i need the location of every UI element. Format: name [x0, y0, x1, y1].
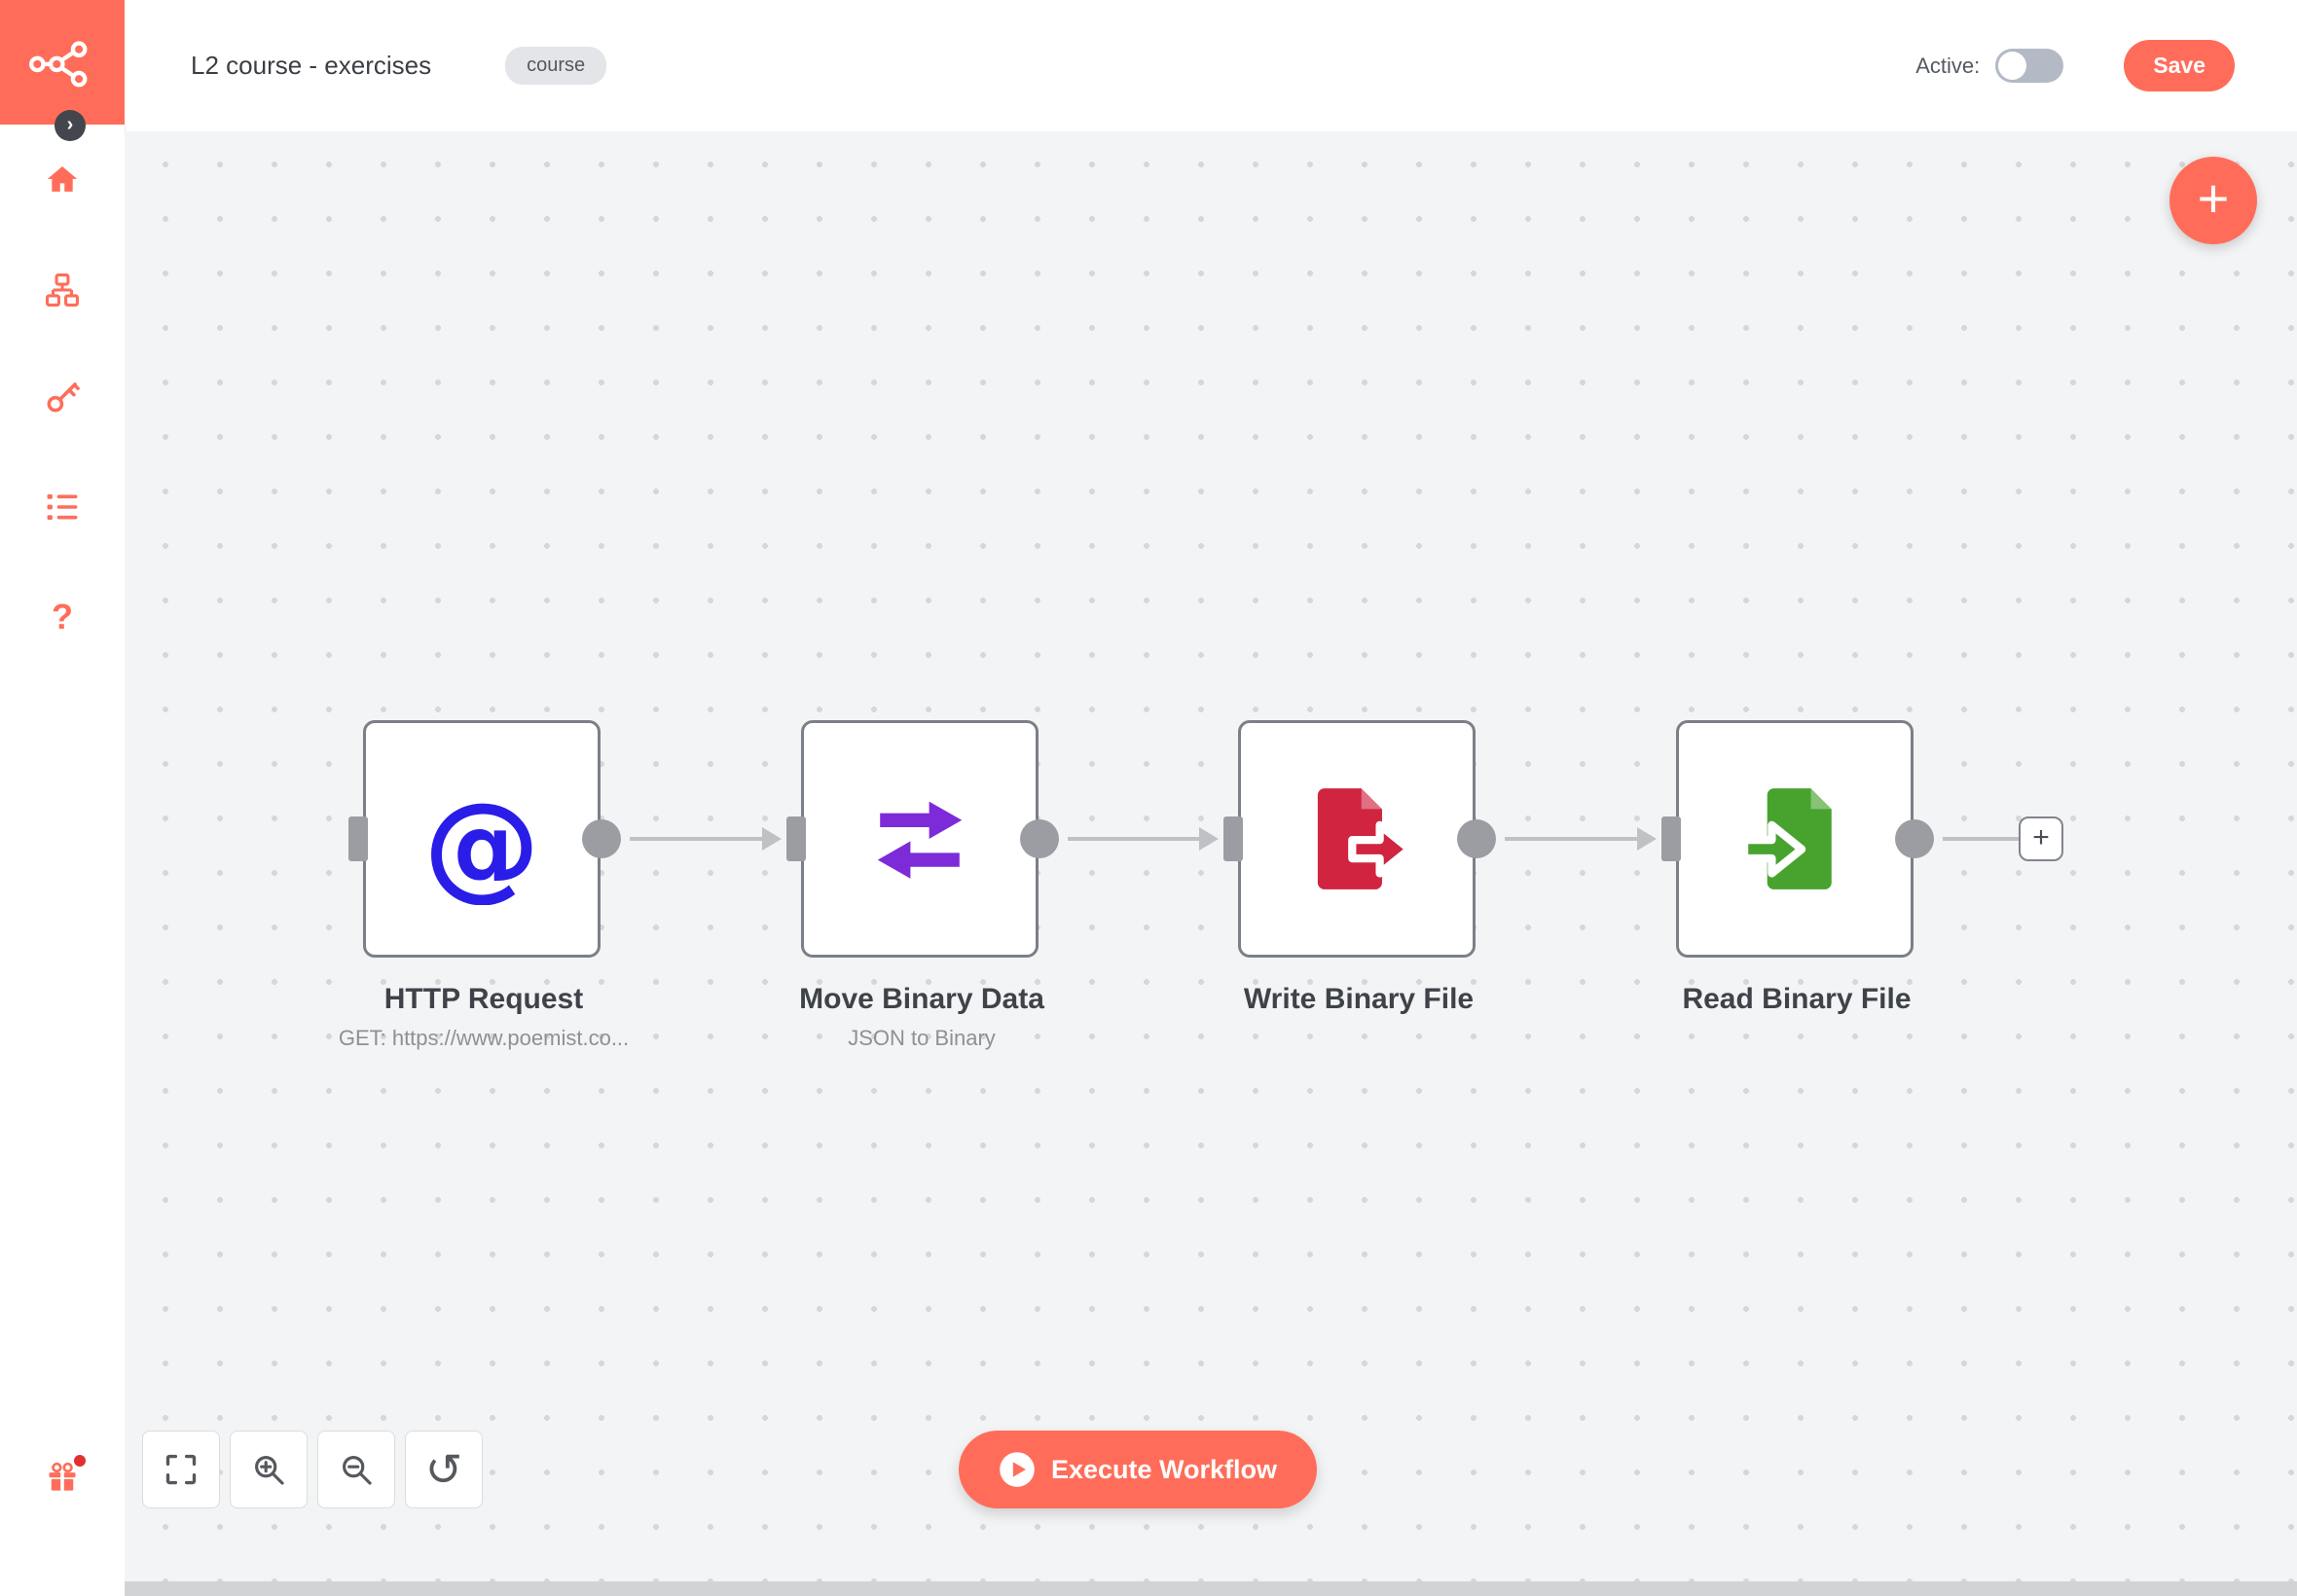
transfer-arrows-icon: [804, 723, 1036, 955]
execute-workflow-button[interactable]: Execute Workflow: [959, 1431, 1317, 1508]
node-move-binary-data[interactable]: [786, 720, 1059, 958]
connection-arrow-icon: [1637, 827, 1657, 851]
zoom-out-button[interactable]: [317, 1431, 395, 1508]
output-port[interactable]: [1020, 819, 1059, 858]
sidebar-expand-button[interactable]: ›: [55, 110, 86, 141]
file-import-icon: [1679, 723, 1911, 955]
sidebar-item-credentials[interactable]: [43, 378, 82, 417]
node-name: HTTP Request: [383, 983, 584, 1015]
node-label: Read Binary File: [1544, 983, 2050, 1026]
active-toggle[interactable]: [1995, 49, 2064, 83]
input-port[interactable]: [348, 816, 368, 861]
node-name: Write Binary File: [1243, 983, 1475, 1015]
node-http-request[interactable]: @: [348, 720, 621, 958]
sidebar: ?: [0, 125, 126, 1596]
input-port[interactable]: [786, 816, 806, 861]
toggle-knob: [1998, 52, 2027, 80]
zoom-to-fit-icon: [165, 1454, 197, 1485]
home-icon: [47, 165, 78, 192]
input-port[interactable]: [1223, 816, 1243, 861]
horizontal-scrollbar[interactable]: [125, 1581, 2297, 1596]
output-port[interactable]: [1895, 819, 1934, 858]
n8n-logo-icon: [29, 41, 88, 88]
undo-arrow-icon: ↺: [424, 1444, 463, 1495]
output-port[interactable]: [1457, 819, 1496, 858]
node-write-binary-file[interactable]: [1223, 720, 1496, 958]
play-icon: [1000, 1452, 1035, 1487]
header-actions: Active: Save: [1915, 40, 2235, 91]
n8n-logo[interactable]: [0, 0, 125, 125]
top-header: L2 course - exercises course Active: Sav…: [125, 0, 2297, 131]
workflows-icon: [46, 273, 79, 307]
list-icon: [47, 493, 78, 521]
save-button[interactable]: Save: [2124, 40, 2235, 91]
node-subtitle: GET: https://www.poemist.co...: [338, 1026, 630, 1050]
zoom-out-icon: [343, 1456, 372, 1485]
svg-text:@: @: [423, 778, 540, 905]
connection-wire[interactable]: [1505, 837, 1639, 841]
help-icon: ?: [52, 597, 73, 636]
at-sign-icon: @: [366, 723, 598, 955]
sidebar-item-help[interactable]: ?: [43, 597, 82, 636]
key-icon: [47, 382, 80, 413]
active-label: Active:: [1915, 53, 1981, 78]
add-node-inline-button[interactable]: +: [2019, 816, 2063, 861]
connection-wire[interactable]: [1943, 837, 2019, 841]
workflow-canvas[interactable]: @ HTTP Request GET: https://www.poemist.…: [125, 131, 2297, 1596]
sidebar-item-executions[interactable]: [43, 488, 82, 526]
node-subtitle: JSON to Binary: [848, 1026, 996, 1050]
file-export-icon: [1241, 723, 1473, 955]
node-name: Move Binary Data: [799, 983, 1044, 1015]
add-node-button[interactable]: +: [2169, 157, 2257, 244]
zoom-in-button[interactable]: [230, 1431, 308, 1508]
connection-arrow-icon: [1199, 827, 1219, 851]
notification-dot: [74, 1455, 86, 1467]
node-label: Write Binary File: [1106, 983, 1612, 1026]
workflow-title[interactable]: L2 course - exercises: [191, 51, 432, 80]
node-name: Read Binary File: [1682, 983, 1912, 1015]
gift-icon: [49, 1462, 76, 1491]
zoom-to-fit-button[interactable]: [142, 1431, 220, 1508]
reset-zoom-button[interactable]: ↺: [405, 1431, 483, 1508]
zoom-in-icon: [255, 1456, 284, 1485]
output-port[interactable]: [582, 819, 621, 858]
workflow-tag[interactable]: course: [505, 47, 607, 85]
canvas-controls: ↺: [142, 1431, 483, 1508]
connection-wire[interactable]: [1068, 837, 1203, 841]
sidebar-item-whats-new[interactable]: [43, 1455, 86, 1496]
sidebar-item-home[interactable]: [43, 161, 82, 200]
connection-arrow-icon: [762, 827, 782, 851]
node-read-binary-file[interactable]: [1661, 720, 1934, 958]
execute-workflow-label: Execute Workflow: [1050, 1454, 1278, 1484]
input-port[interactable]: [1661, 816, 1681, 861]
node-label: Move Binary Data JSON to Binary: [669, 983, 1175, 1051]
sidebar-item-workflows[interactable]: [43, 271, 82, 309]
node-label: HTTP Request GET: https://www.poemist.co…: [231, 983, 737, 1051]
connection-wire[interactable]: [630, 837, 766, 841]
